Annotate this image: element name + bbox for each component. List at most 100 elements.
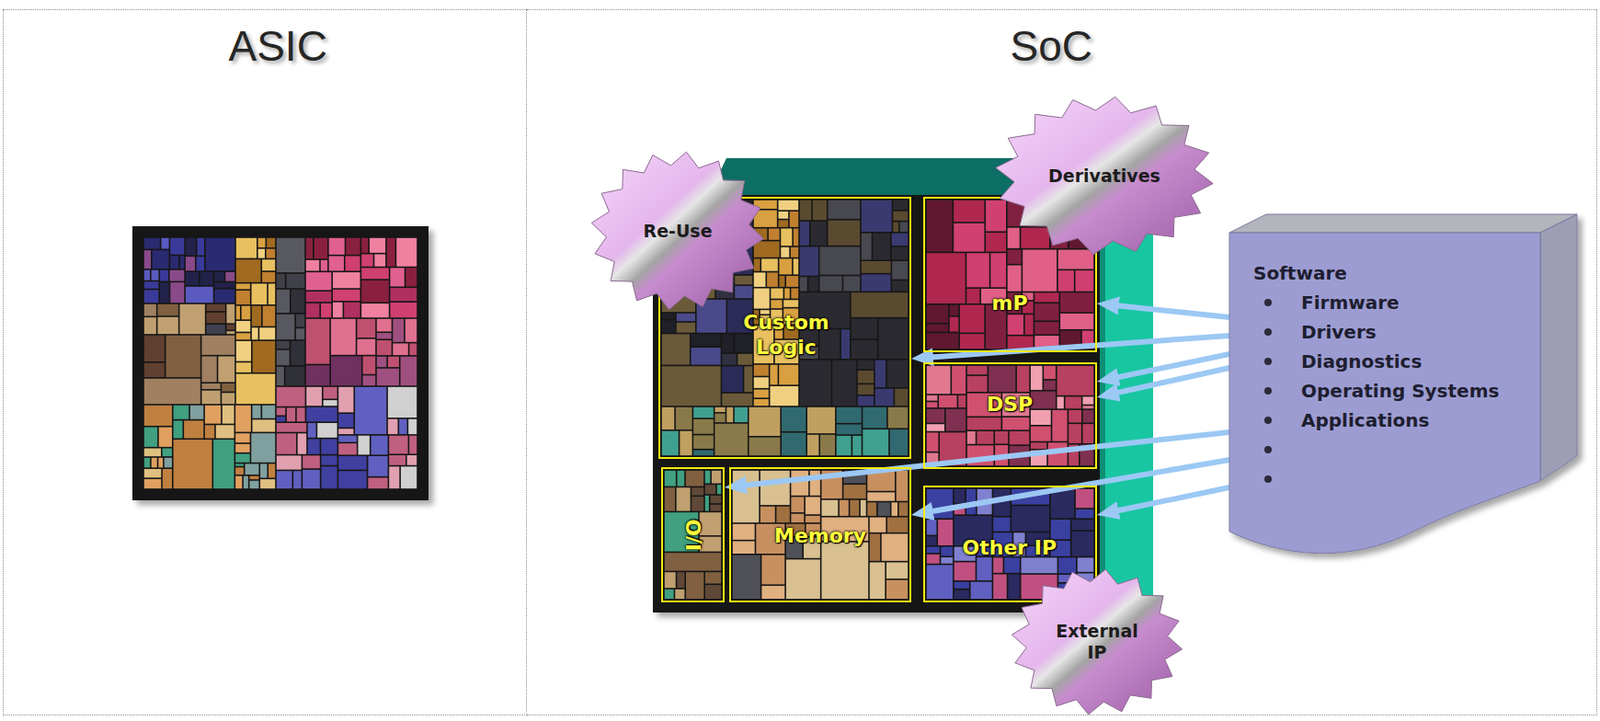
die-cell [297, 433, 308, 455]
die-cell [377, 368, 400, 386]
die-cell [664, 589, 675, 599]
die-cell [1009, 431, 1030, 445]
die-cell [338, 387, 354, 413]
die-cell [1007, 265, 1022, 292]
die-cell [857, 370, 874, 384]
block-label: External IP [1046, 620, 1148, 663]
die-cell [196, 256, 205, 271]
die-cell [852, 435, 862, 456]
panel-title: ASIC [228, 21, 328, 72]
die-cell [399, 419, 407, 435]
die-cell [958, 395, 966, 408]
die-cell [926, 305, 949, 323]
die-cell [860, 500, 867, 516]
die-cell [159, 427, 172, 447]
die-cell [266, 238, 275, 248]
die-cell [260, 479, 275, 489]
die-cell [338, 456, 367, 470]
die-cell [872, 233, 891, 261]
die-cell [743, 365, 753, 392]
die-cell [392, 319, 404, 343]
die-cell [323, 387, 338, 400]
die-cell [1058, 270, 1075, 292]
die-cell [151, 457, 158, 469]
die-cell [800, 200, 812, 221]
die-cell [800, 221, 810, 246]
die-cell [887, 360, 908, 388]
die-cell [276, 350, 290, 366]
die-cell [869, 561, 886, 599]
die-cell [819, 329, 840, 359]
die-cell [732, 540, 755, 554]
die-cell [190, 405, 204, 420]
die-cell [891, 233, 909, 247]
die-cell [1058, 557, 1076, 573]
die-cell [306, 319, 331, 365]
io-block: I/O [661, 467, 725, 603]
soc-panel: SoCRe-UseDerivativesCustom LogicmPDSPI/O… [526, 9, 1598, 716]
die-cell [926, 432, 939, 452]
arrow-connector [1108, 354, 1230, 380]
die-cell [754, 365, 769, 377]
die-cell [954, 561, 976, 581]
die-cell [408, 419, 417, 435]
die-cell [1075, 509, 1094, 519]
die-cell [1060, 313, 1094, 330]
die-cell [784, 288, 790, 299]
die-cell [144, 250, 151, 269]
die-cell [940, 557, 953, 564]
die-cell [251, 306, 262, 327]
die-cell [235, 433, 251, 443]
die-cell [690, 347, 720, 366]
die-cell [892, 221, 899, 232]
die-cell [732, 524, 755, 540]
die-cell [770, 299, 782, 309]
die-cell [953, 200, 984, 222]
die-cell [891, 247, 909, 261]
die-cell [770, 288, 783, 299]
die-cell [329, 238, 345, 255]
die-cell [857, 360, 874, 370]
die-cell [276, 422, 307, 433]
die-cell [711, 470, 721, 484]
die-cell [1082, 405, 1094, 409]
die-cell [800, 276, 808, 291]
die-cell [185, 286, 214, 303]
bullet-dot [1264, 445, 1272, 454]
die-cell [251, 405, 261, 419]
die-cell [276, 341, 290, 349]
die-cell [662, 320, 675, 332]
die-cell [790, 514, 804, 523]
die-cell [938, 395, 958, 408]
die-cell [201, 390, 220, 405]
document-front-face [1229, 232, 1541, 554]
block-label: mP [992, 290, 1029, 317]
die-cell [705, 495, 709, 512]
die-cell [320, 466, 337, 489]
die-cell [332, 289, 361, 301]
die-cell [1071, 519, 1094, 530]
die-cell [777, 211, 789, 219]
top-bus-bar [708, 158, 1021, 195]
die-cell [268, 283, 275, 305]
die-cell [734, 407, 748, 423]
die-cell [173, 439, 213, 489]
die-cell [1034, 303, 1059, 320]
die-cell [821, 500, 838, 516]
die-cell [851, 340, 878, 359]
die-cell [185, 238, 196, 256]
die-cell [306, 387, 322, 406]
die-cell [819, 246, 860, 275]
die-cell [370, 435, 388, 456]
dsp-block: DSP [923, 362, 1098, 469]
die-cell [954, 489, 966, 504]
die-cell [144, 304, 157, 317]
die-cell [180, 255, 184, 269]
die-cell [205, 312, 225, 324]
die-cell [164, 457, 172, 469]
die-cell [926, 252, 966, 304]
die-cell [836, 435, 852, 456]
die-cell [721, 333, 733, 353]
die-cell [710, 495, 722, 503]
die-cell [214, 288, 235, 303]
